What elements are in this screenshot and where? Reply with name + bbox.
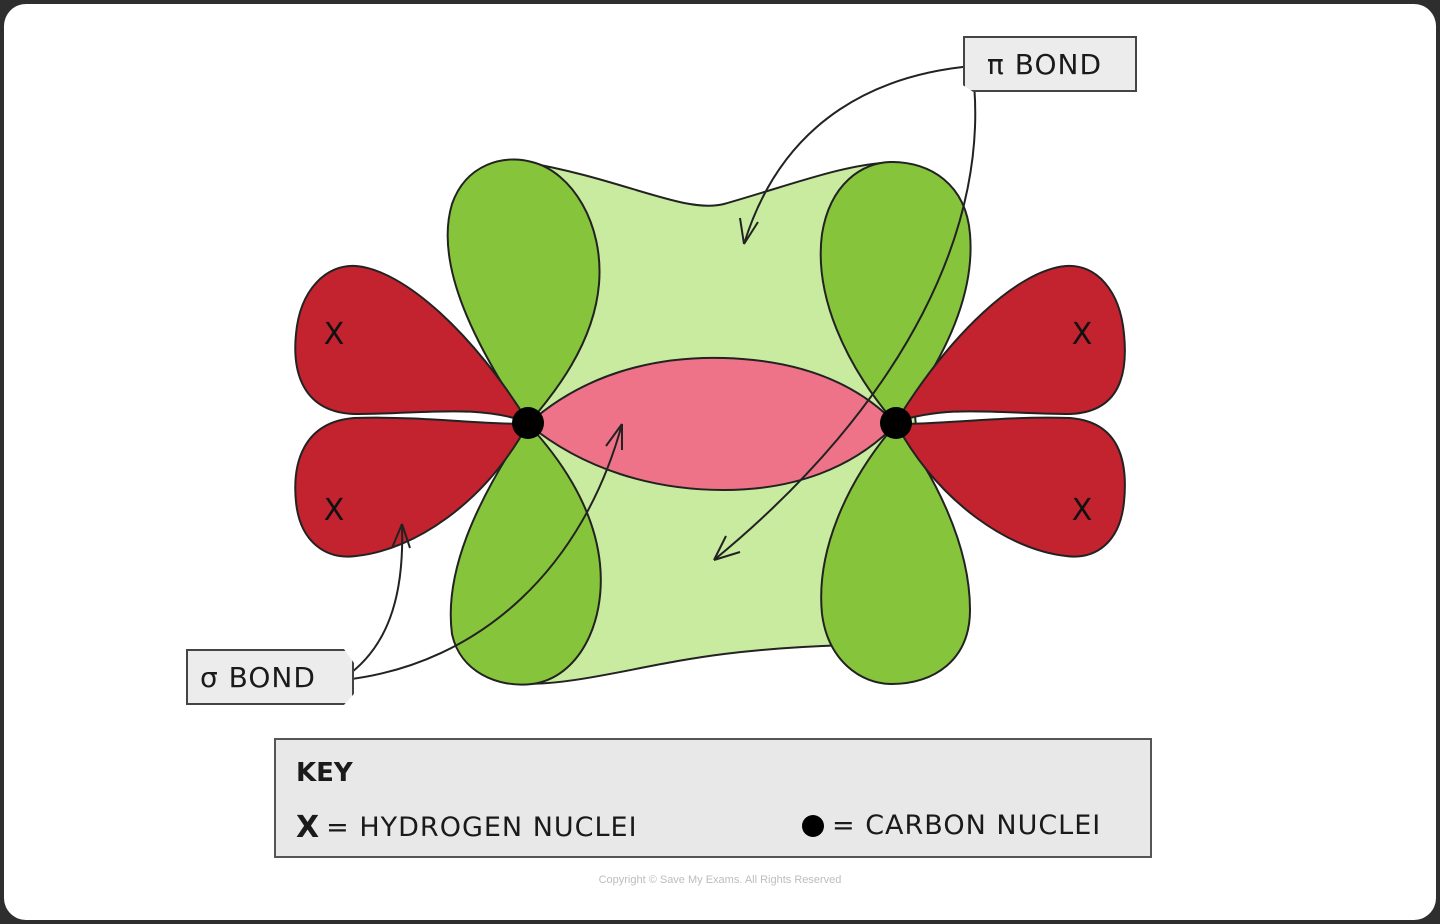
hydrogen-key-text: = HYDROGEN NUCLEI: [326, 812, 638, 843]
hydrogen-symbol: X: [296, 810, 321, 845]
left-top-p-lobe: [446, 158, 601, 426]
diagram-card: X X X X π: [4, 4, 1436, 920]
left-upper-sp2-lobe: [294, 264, 531, 424]
sigma-bond-label: σ BOND: [186, 649, 354, 705]
hydrogen-nucleus-marker: X: [1072, 493, 1093, 528]
left-lower-sp2-lobe: [294, 416, 530, 558]
carbon-nucleus-right: [880, 407, 912, 439]
carbon-key-text: = CARBON NUCLEI: [832, 810, 1102, 841]
key-panel: KEY X = HYDROGEN NUCLEI = CARBON NUCLEI: [274, 738, 1152, 858]
right-lower-sp2-lobe: [894, 416, 1126, 558]
key-carbon-entry: = CARBON NUCLEI: [802, 810, 1101, 841]
carbon-dot-icon: [802, 814, 824, 837]
right-top-p-lobe: [819, 160, 972, 426]
right-bottom-p-lobe: [820, 422, 972, 686]
hydrogen-nucleus-marker: X: [1072, 317, 1093, 352]
pi-bond-label-text: π BOND: [987, 47, 1103, 81]
key-title: KEY: [296, 758, 353, 788]
pi-bond-label: π BOND: [963, 36, 1137, 92]
sigma-bond-label-text: σ BOND: [200, 660, 316, 694]
hydrogen-nucleus-marker: X: [324, 317, 345, 352]
ethene-orbital-diagram: X X X X: [294, 62, 1126, 686]
copyright-text: Copyright © Save My Exams. All Rights Re…: [598, 874, 842, 886]
right-upper-sp2-lobe: [893, 264, 1126, 424]
hydrogen-nucleus-marker: X: [324, 493, 345, 528]
carbon-nucleus-left: [512, 407, 544, 439]
key-hydrogen-entry: X = HYDROGEN NUCLEI: [296, 810, 638, 845]
